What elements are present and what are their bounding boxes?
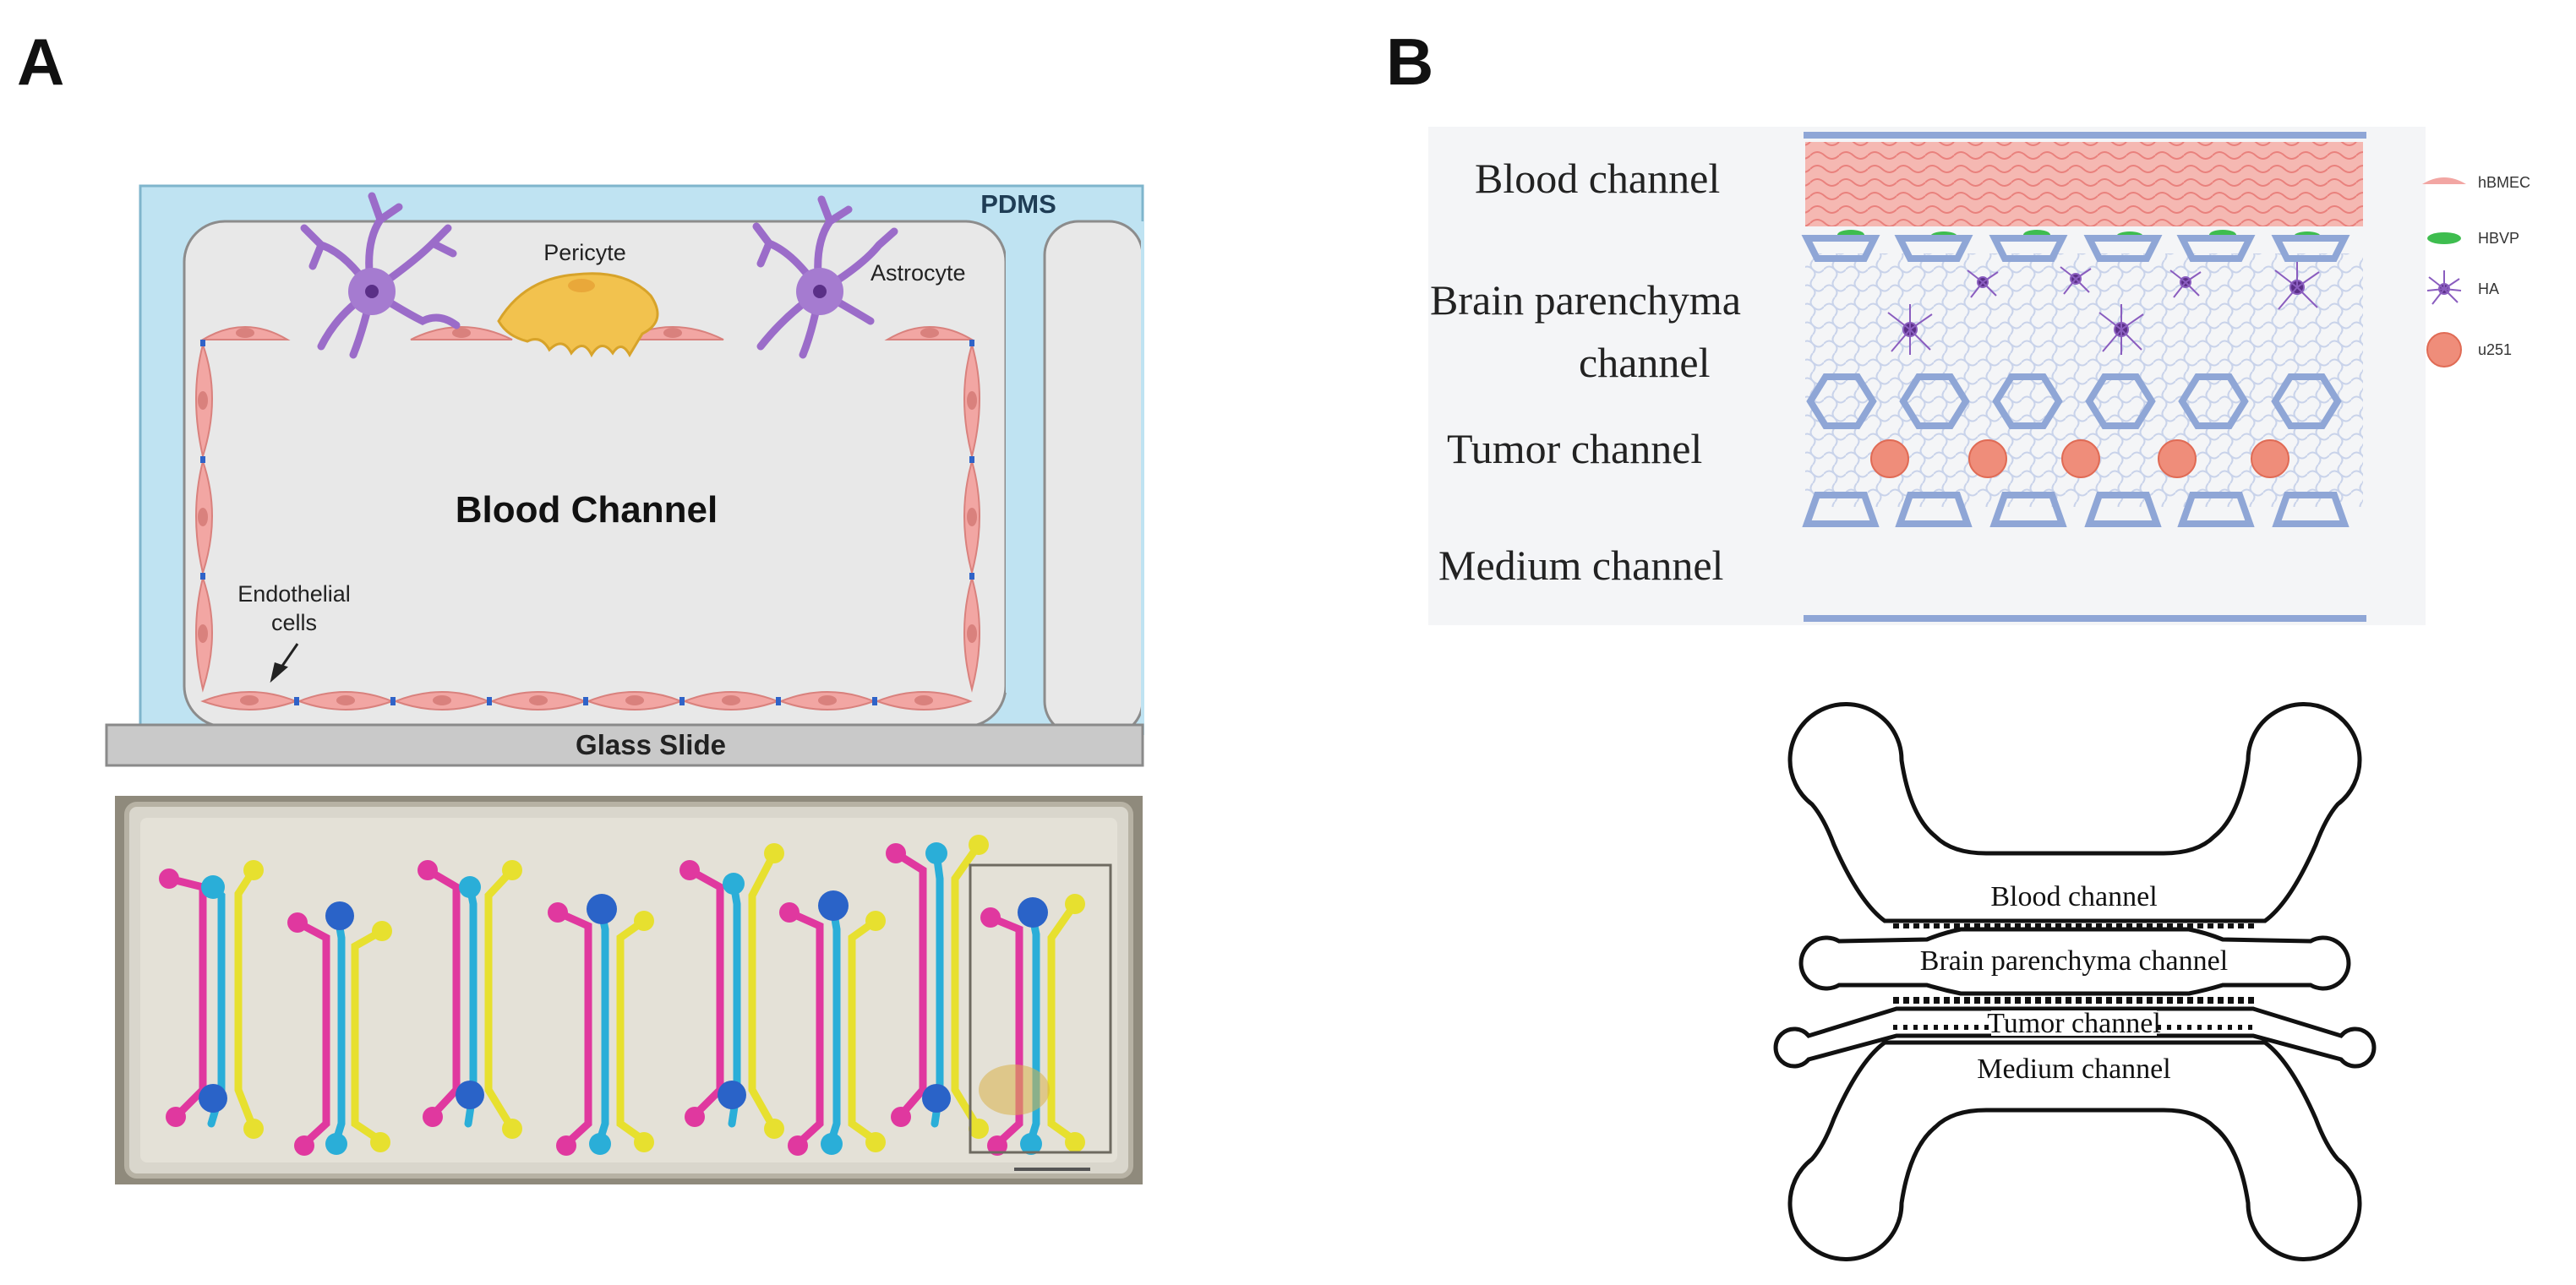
chip-label-brain: Brain parenchyma channel — [1920, 945, 2228, 977]
chip-label-blood: Blood channel — [1990, 881, 2157, 912]
chip-unit — [548, 894, 654, 1156]
endothelial-label-line2: cells — [271, 610, 317, 635]
astrocyte-left — [300, 192, 461, 359]
astrocyte-right — [752, 195, 898, 359]
endothelial-row-left — [195, 341, 213, 693]
pericyte — [497, 272, 659, 358]
layer-label-brain-line1: Brain parenchyma — [1430, 276, 1741, 324]
ha-cells — [1887, 262, 2320, 355]
panel-b-chip-outline — [1724, 700, 2426, 1274]
chip-unit — [886, 835, 989, 1139]
chip-blood-channel — [1787, 702, 2362, 923]
pillars-row-bottom — [1802, 492, 2350, 527]
endothelial-label-line1: Endothelial — [237, 581, 351, 607]
photo-inset-frame — [969, 863, 1112, 1154]
chip-medium-channel — [1787, 1040, 2362, 1261]
astrocyte-label: Astrocyte — [870, 260, 966, 286]
tumor-cells — [1870, 439, 2289, 478]
pdms-wall-post — [1006, 221, 1045, 693]
yellow-stain — [979, 1064, 1050, 1115]
blood-channel-label: Blood Channel — [456, 489, 718, 531]
layer-label-blood: Blood channel — [1475, 155, 1720, 202]
chip-units — [159, 835, 1085, 1156]
layer-label-tumor: Tumor channel — [1447, 425, 1702, 472]
legend-u251-swatch — [2426, 332, 2462, 368]
chip-unit — [287, 901, 392, 1156]
legend-hbmec-label: hBMEC — [2478, 174, 2530, 191]
chip-unit — [418, 860, 522, 1139]
endothelial-arrow — [270, 643, 299, 683]
tight-junctions — [200, 340, 974, 705]
glass-slide-label: Glass Slide — [576, 729, 726, 760]
glass-slide — [105, 723, 1144, 767]
endothelial-row-right — [963, 341, 980, 693]
legend-hbvp-label: HBVP — [2478, 230, 2519, 247]
chip-labels: Blood channel Brain parenchyma channel T… — [1920, 881, 2228, 1085]
panel-a-chip-photo — [115, 796, 1143, 1184]
endothelial-row-top — [199, 326, 975, 340]
layer-label-medium: Medium channel — [1438, 542, 1723, 589]
chip-unit — [779, 890, 886, 1156]
chip-unit — [159, 860, 264, 1139]
legend: hBMEC HBVP HA u251 — [2422, 174, 2530, 368]
neighbor-chamber — [1043, 220, 1144, 737]
chip-unit — [980, 894, 1085, 1156]
panel-a-schematic: Glass Slide PDMS — [105, 184, 1144, 767]
pillars-row-hex — [1806, 373, 2342, 429]
chip-brain-channel — [1798, 927, 2351, 996]
legend-ha-swatch — [2426, 270, 2462, 305]
chip-unit — [679, 843, 784, 1139]
chip-label-medium: Medium channel — [1977, 1054, 2170, 1085]
legend-ha-label: HA — [2478, 280, 2499, 297]
chip-label-tumor: Tumor channel — [1987, 1008, 2161, 1039]
panel-a-letter: A — [17, 25, 65, 99]
panel-b-layer-schematic: Blood channel Brain parenchyma channel T… — [1428, 127, 2530, 625]
panel-b-letter: B — [1386, 25, 1434, 99]
legend-hbvp-swatch — [2427, 232, 2461, 244]
chip-tumor-channel — [1773, 1006, 2377, 1069]
layer-labels: Blood channel Brain parenchyma channel T… — [1430, 155, 1741, 589]
pericyte-label: Pericyte — [543, 240, 626, 265]
pillars-row-top — [1801, 235, 2350, 262]
legend-hbmec-swatch — [2422, 177, 2466, 184]
layer-label-brain-line2: channel — [1579, 339, 1710, 386]
legend-u251-label: u251 — [2478, 341, 2512, 358]
pdms-label: PDMS — [980, 189, 1056, 219]
